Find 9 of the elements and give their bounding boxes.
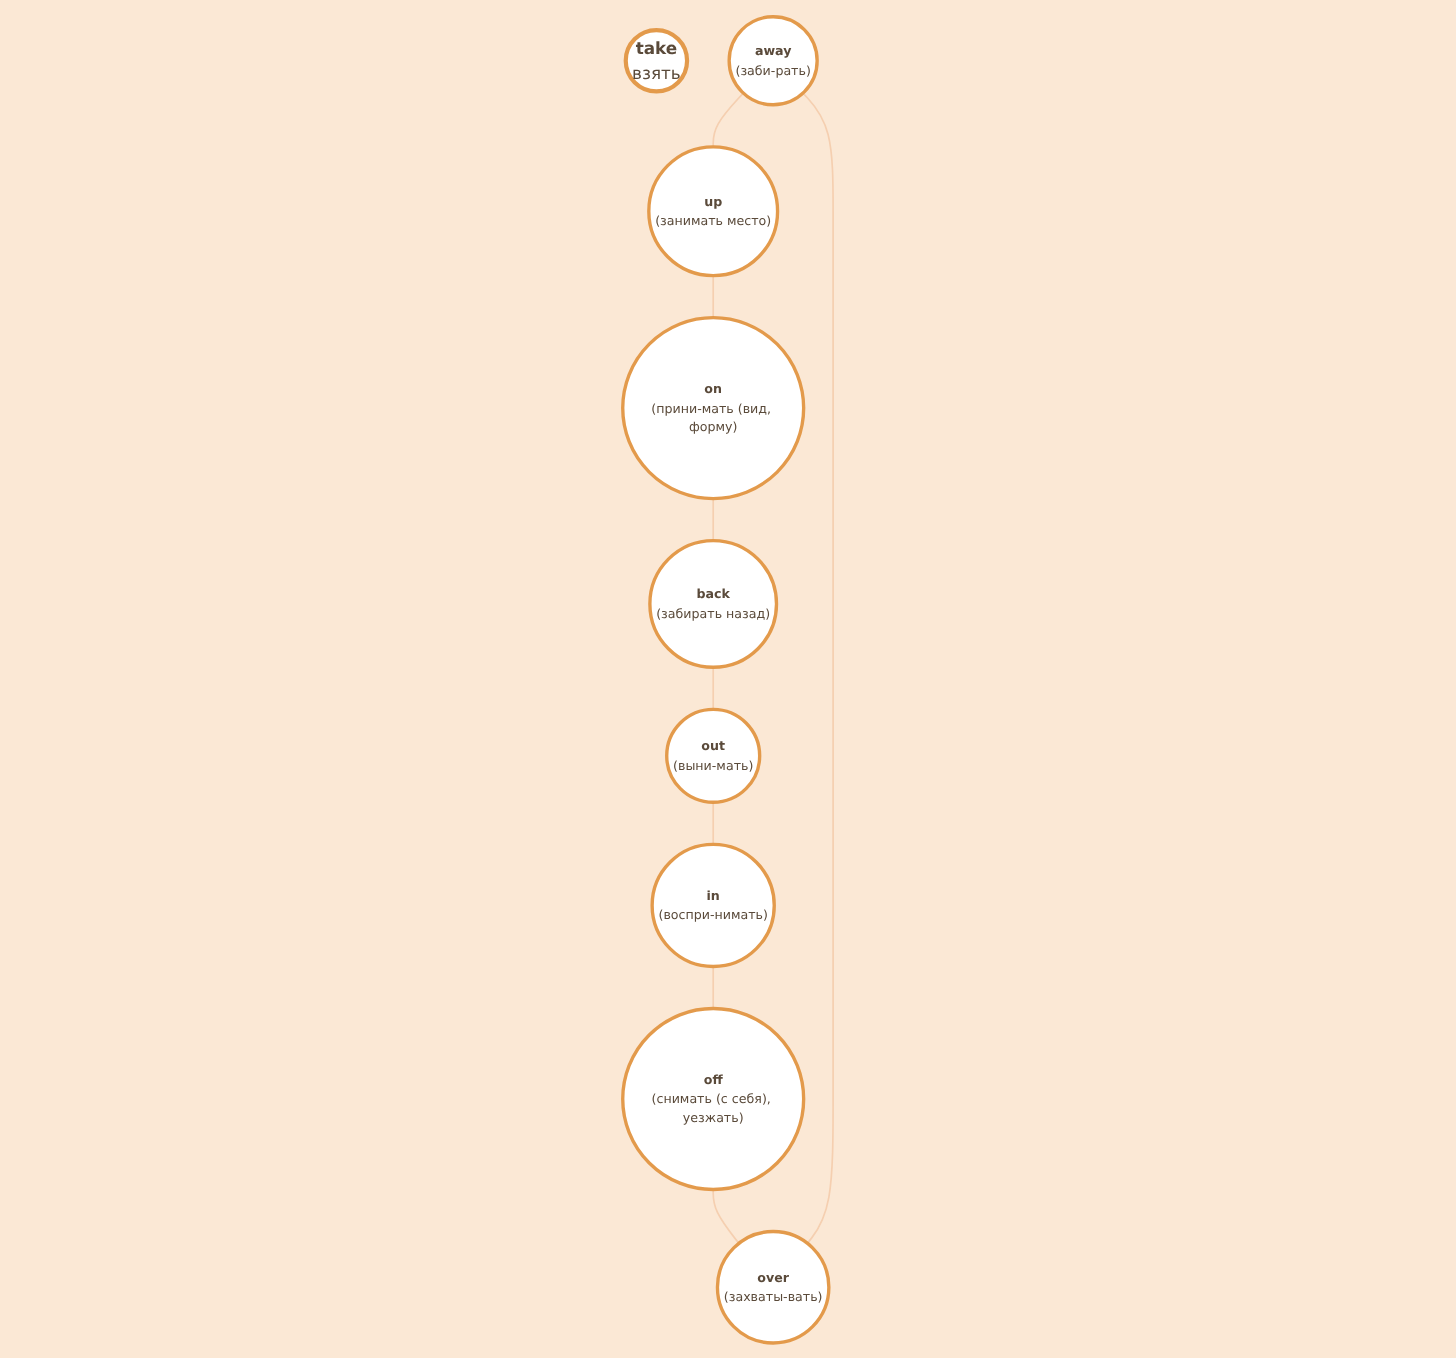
connector: [712, 964, 715, 1009]
connector: [712, 800, 715, 845]
connector: [802, 91, 834, 1244]
connector: [712, 496, 715, 541]
connector: [712, 1187, 740, 1244]
connector: [712, 273, 715, 318]
node-circle: take взять: [623, 27, 690, 93]
connector: [712, 91, 745, 147]
connector: [712, 665, 715, 710]
